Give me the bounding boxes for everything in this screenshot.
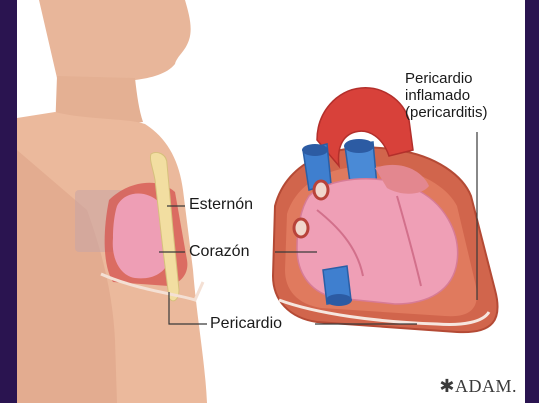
label-pericardio-inflamado: Pericardio inflamado (pericarditis) (405, 70, 488, 121)
label-pericardio: Pericardio (210, 315, 282, 333)
star-icon: ✱ (439, 376, 455, 396)
label-pericardio-inflamado-line3: (pericarditis) (405, 104, 488, 121)
label-corazon: Corazón (189, 243, 249, 261)
pulmonary-artery-opening (344, 139, 374, 153)
vena-cava-opening (302, 144, 328, 156)
vessel-ring-2 (294, 219, 308, 237)
illustration-frame: Esternón Corazón Pericardio Pericardio i… (17, 0, 525, 403)
label-pericardio-inflamado-line1: Pericardio (405, 70, 488, 87)
adam-logo: ✱ADAM. (439, 376, 517, 397)
heart-detail (273, 88, 498, 332)
inferior-vena-cava-opening (326, 294, 352, 306)
vessel-ring-1 (314, 181, 328, 199)
human-figure (17, 0, 207, 403)
label-esternon: Esternón (189, 196, 253, 214)
label-pericardio-inflamado-line2: inflamado (405, 87, 488, 104)
logo-text: ADAM. (455, 376, 517, 396)
anatomy-illustration (17, 0, 525, 403)
head (39, 0, 191, 83)
